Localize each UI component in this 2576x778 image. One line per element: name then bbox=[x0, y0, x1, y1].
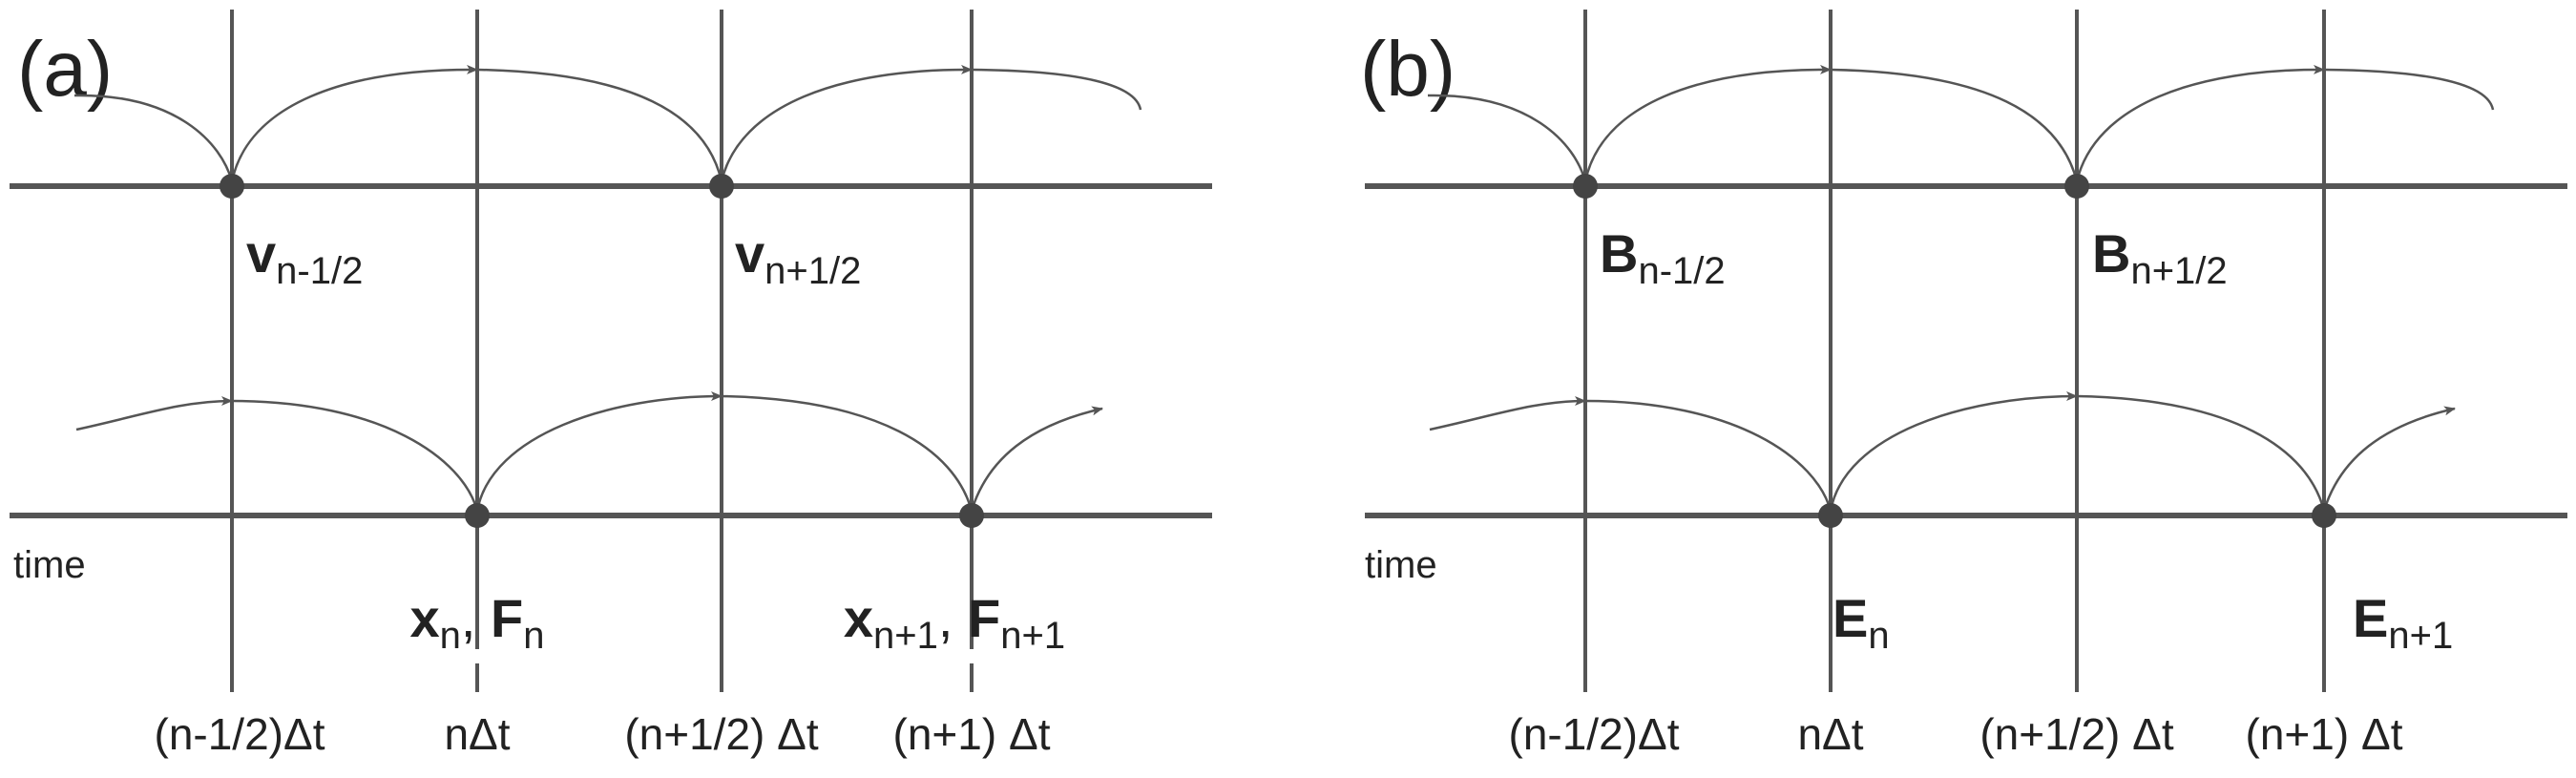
panel-b-var-lower-2-sym-0: E bbox=[2353, 588, 2388, 648]
panel-a-tick-labels: (n-1/2)Δt nΔt (n+1/2) Δt (n+1) Δt bbox=[155, 709, 1051, 759]
panel-b-upper-arrow-3 bbox=[2075, 64, 2325, 182]
panel-b-node-upper-2 bbox=[2064, 174, 2089, 199]
panel-a-var-lower-2-sym-0: x bbox=[844, 588, 873, 648]
panel-a-node-upper-2 bbox=[709, 174, 734, 199]
panel-b-tick-labels: (n-1/2)Δt nΔt (n+1/2) Δt (n+1) Δt bbox=[1509, 709, 2403, 759]
panel-b: (b) time B bbox=[1360, 10, 2567, 759]
panel-b-grid bbox=[1365, 10, 2567, 692]
panel-a-var-lower-1-sym-0: x bbox=[410, 588, 440, 648]
panel-a-grid bbox=[10, 10, 1212, 692]
panel-a: (a) time bbox=[10, 10, 1212, 759]
panel-b-time-label: time bbox=[1365, 544, 1437, 586]
panel-b-tick-3: (n+1/2) Δt bbox=[1979, 709, 2174, 759]
panel-b-var-lower-2: En+1 bbox=[2353, 588, 2453, 657]
panel-b-node-upper-1 bbox=[1573, 174, 1598, 199]
panel-b-label: (b) bbox=[1360, 26, 1456, 113]
panel-b-upper-arrow-1 bbox=[1583, 64, 1832, 182]
panel-b-var-upper-1-sub: n-1/2 bbox=[1638, 250, 1725, 292]
panel-b-var-upper-2: Bn+1/2 bbox=[2092, 223, 2228, 292]
panel-b-arrows bbox=[1427, 64, 2495, 512]
panel-a-upper-arrow-1 bbox=[230, 64, 478, 182]
panel-a-node-lower-2 bbox=[959, 503, 984, 528]
panel-a-var-lower-2-sub-1: n+1 bbox=[1000, 615, 1065, 657]
panel-b-nodes bbox=[1573, 174, 2336, 528]
panel-b-var-lower-2-sub-0: n+1 bbox=[2388, 615, 2453, 657]
panel-b-lower-arrow-3 bbox=[2076, 394, 2326, 512]
panel-a-node-lower-1 bbox=[465, 503, 490, 528]
panel-a-node-upper-1 bbox=[220, 174, 244, 199]
panel-a-var-upper-2: vn+1/2 bbox=[735, 223, 861, 292]
panel-b-lower-arrow-2 bbox=[1829, 391, 2078, 512]
panel-a-var-upper-2-sub: n+1/2 bbox=[764, 250, 861, 292]
panel-a-upper-arrow-2 bbox=[476, 68, 723, 182]
panel-b-tick-2: nΔt bbox=[1797, 709, 1863, 759]
panel-b-upper-arrow-2 bbox=[1830, 68, 2079, 182]
panel-a-lower-arrow-1 bbox=[231, 399, 479, 512]
panel-a-tick-1: (n-1/2)Δt bbox=[155, 709, 325, 759]
panel-a-var-lower-2-sym-1: F bbox=[968, 588, 1000, 648]
panel-b-lower-arrow-4 bbox=[2322, 406, 2456, 512]
panel-a-var-lower-1-sub-1: n bbox=[523, 615, 544, 657]
panel-b-lower-arrow-1 bbox=[1584, 399, 1833, 512]
panel-b-upper-arrow-4 bbox=[2323, 68, 2495, 111]
panel-a-lower-arrow-3 bbox=[721, 394, 974, 512]
panel-b-var-lower-1: En bbox=[1833, 588, 1890, 657]
panel-a-upper-arrow-4 bbox=[971, 68, 1142, 111]
panel-b-var-lower-1-sub-0: n bbox=[1868, 615, 1889, 657]
panel-b-node-lower-2 bbox=[2312, 503, 2336, 528]
panel-a-var-lower-1-sub-0: n bbox=[440, 615, 461, 657]
panel-a-arrows bbox=[73, 64, 1142, 512]
panel-a-var-lower-1: xn, Fn bbox=[410, 588, 545, 657]
panel-a-tick-2: nΔt bbox=[444, 709, 510, 759]
panel-a-var-upper-1: vn-1/2 bbox=[246, 223, 363, 292]
panel-a-lower-arrow-0 bbox=[75, 396, 233, 431]
panel-a-upper-arrow-3 bbox=[720, 64, 973, 182]
panel-b-tick-4: (n+1) Δt bbox=[2246, 709, 2403, 759]
panel-b-var-upper-1: Bn-1/2 bbox=[1600, 223, 1726, 292]
panel-b-lower-arrow-0 bbox=[1429, 396, 1586, 431]
panel-a-var-lower-2-sub-0: n+1 bbox=[873, 615, 938, 657]
panel-a-var-upper-1-sym: v bbox=[246, 223, 276, 284]
panel-b-node-lower-1 bbox=[1818, 503, 1843, 528]
panel-b-var-upper-2-sym: B bbox=[2092, 223, 2130, 284]
panel-b-var-upper-2-sub: n+1/2 bbox=[2130, 250, 2227, 292]
panel-b-tick-1: (n-1/2)Δt bbox=[1509, 709, 1680, 759]
panel-a-time-label: time bbox=[13, 544, 86, 586]
panel-a-upper-arrow-0 bbox=[73, 94, 234, 182]
panel-a-label: (a) bbox=[17, 26, 113, 113]
panel-a-lower-arrow-4 bbox=[970, 406, 1103, 512]
panel-a-tick-3: (n+1/2) Δt bbox=[624, 709, 819, 759]
panel-b-upper-arrow-0 bbox=[1427, 94, 1587, 182]
panel-b-var-lower-1-sym-0: E bbox=[1833, 588, 1868, 648]
panel-a-var-lower-1-sym-1: F bbox=[491, 588, 523, 648]
panel-a-var-upper-1-sub: n-1/2 bbox=[276, 250, 363, 292]
panel-a-var-upper-2-sym: v bbox=[735, 223, 764, 284]
panel-a-tick-4: (n+1) Δt bbox=[893, 709, 1051, 759]
panel-b-var-upper-1-sym: B bbox=[1600, 223, 1638, 284]
panel-a-var-lower-2: xn+1, Fn+1 bbox=[844, 588, 1065, 657]
panel-a-nodes bbox=[220, 174, 984, 528]
panel-a-lower-arrow-2 bbox=[475, 391, 723, 512]
